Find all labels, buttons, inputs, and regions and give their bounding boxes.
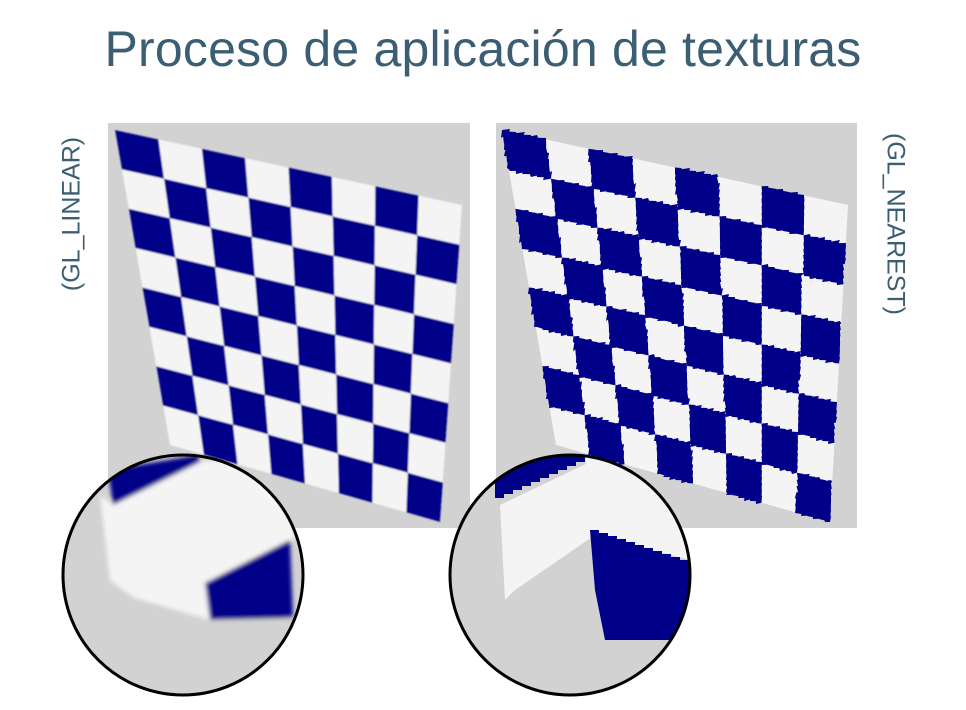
board-cell-dark: [542, 366, 585, 416]
board-cell-dark: [615, 384, 656, 435]
board-cell-dark: [648, 354, 690, 405]
board-cell-dark: [186, 336, 229, 386]
board-cell-dark: [201, 148, 249, 198]
board-cell-dark: [684, 325, 724, 375]
board-cell-dark: [175, 257, 220, 307]
board-cell-dark: [550, 178, 598, 228]
board-cell-dark: [142, 287, 187, 337]
board-cell-dark: [248, 197, 293, 247]
board-cell-dark: [800, 314, 842, 364]
board-cell-dark: [719, 216, 762, 266]
board-cell-dark: [501, 129, 552, 180]
board-cell-dark: [515, 208, 563, 258]
slide-title: Proceso de aplicación de texturas: [104, 21, 862, 77]
board-cell-dark: [412, 314, 454, 364]
board-cell-dark: [254, 276, 297, 326]
board-cell-dark: [228, 385, 268, 435]
board-cell-dark: [409, 393, 449, 443]
board-cell-dark: [654, 434, 693, 484]
board-cell-dark: [210, 227, 255, 277]
board-cell-dark: [721, 294, 762, 345]
board-cell-dark: [641, 276, 684, 327]
board-cell-dark: [334, 295, 375, 345]
board-cell-dark: [406, 472, 443, 522]
board-cell-dark: [300, 404, 338, 454]
board-cell-dark: [726, 453, 762, 504]
board-cell-dark: [219, 306, 262, 356]
board-cell-dark: [679, 246, 723, 296]
board-cell-dark: [723, 374, 762, 424]
board-cell-dark: [795, 472, 833, 522]
board-cell-dark: [597, 227, 642, 277]
board-cell-dark: [761, 186, 805, 236]
board-cell-dark: [798, 393, 837, 444]
board-cell-dark: [337, 453, 373, 503]
board-cell-dark: [288, 167, 333, 217]
nearest-magnifier: [448, 453, 692, 697]
board-cell-dark: [268, 434, 305, 484]
board-cell-dark: [561, 257, 607, 307]
board-cell-dark: [156, 366, 199, 416]
board-cell-dark: [761, 264, 804, 315]
board-cell-dark: [373, 344, 413, 394]
board-cell-dark: [675, 167, 720, 217]
board-cell-dark: [415, 235, 460, 285]
board-cell-dark: [372, 423, 410, 473]
zoom-dark-square-bottom: [590, 530, 690, 640]
board-cell-dark: [606, 306, 649, 356]
board-cell-dark: [292, 246, 335, 296]
board-cell-dark: [164, 178, 211, 228]
board-cell-dark: [198, 415, 238, 465]
zoom-light-square: [500, 462, 595, 600]
board-cell-dark: [588, 148, 636, 198]
linear-magnifier: [61, 453, 305, 697]
zoom-background: [500, 600, 600, 640]
nearest-checkerboard: [501, 129, 848, 522]
board-cell-dark: [528, 287, 574, 337]
board-cell-dark: [332, 216, 375, 266]
board-cell-dark: [128, 208, 176, 258]
board-cell-dark: [688, 404, 727, 454]
board-cell-dark: [336, 374, 374, 424]
board-cell-dark: [374, 186, 419, 236]
board-cell-dark: [115, 130, 164, 179]
board-cell-dark: [296, 325, 337, 375]
board-cell-dark: [584, 414, 625, 465]
linear-checkerboard: [115, 130, 462, 522]
board-cell-dark: [802, 234, 846, 285]
board-cell-dark: [635, 197, 681, 247]
board-cell-dark: [374, 265, 416, 315]
board-cell-dark: [573, 336, 616, 386]
board-cell-dark: [261, 355, 301, 405]
board-cell-dark: [761, 423, 798, 474]
board-cell-dark: [761, 344, 801, 394]
